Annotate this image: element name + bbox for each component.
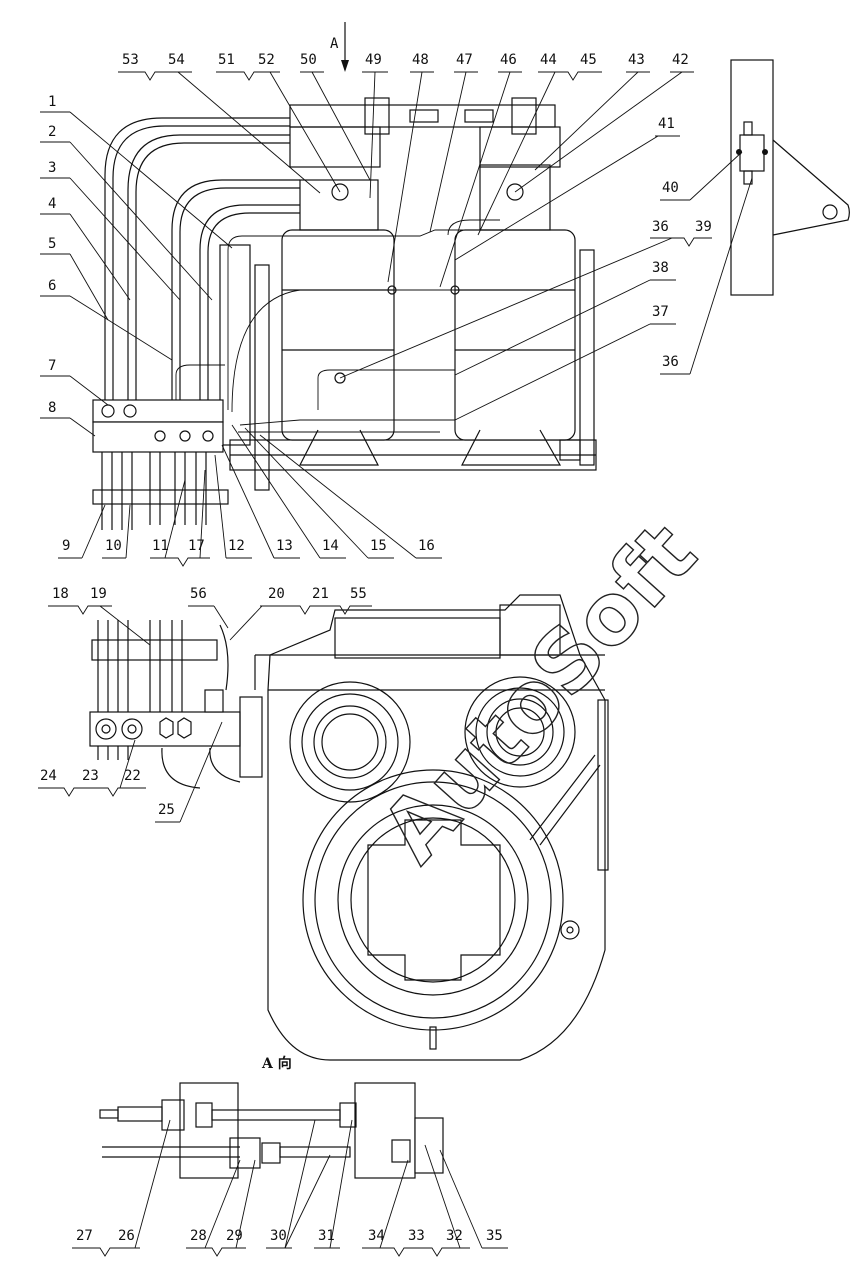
accumulator-right <box>454 164 576 466</box>
view-arrow: A <box>330 22 349 72</box>
callout-26: 26 <box>118 1228 135 1244</box>
callout-39: 39 <box>695 219 712 235</box>
callout-10: 10 <box>105 538 122 554</box>
callout-41: 41 <box>658 116 675 132</box>
callout-18: 18 <box>52 586 69 602</box>
callout-46: 46 <box>500 52 517 68</box>
callout-50: 50 <box>300 52 317 68</box>
callout-1: 1 <box>48 94 56 110</box>
callout-44: 44 <box>540 52 557 68</box>
view-caption: A 向 <box>261 1055 292 1072</box>
callout-48: 48 <box>412 52 429 68</box>
accumulator-left <box>281 179 395 466</box>
callout-7: 7 <box>48 358 56 374</box>
callout-33: 33 <box>408 1228 425 1244</box>
middle-view <box>89 594 609 1061</box>
large-ring <box>302 769 580 1050</box>
callout-8: 8 <box>48 400 56 416</box>
callout-12: 12 <box>228 538 245 554</box>
callouts: 53 54 51 52 50 49 48 47 46 44 45 43 42 4… <box>38 52 753 1257</box>
callout-30: 30 <box>270 1228 287 1244</box>
callout-20: 20 <box>268 586 285 602</box>
callout-5: 5 <box>48 236 56 252</box>
callout-25: 25 <box>158 802 175 818</box>
bottom-view <box>99 1082 444 1179</box>
callout-36-right: 36 <box>662 354 679 370</box>
callout-14: 14 <box>322 538 339 554</box>
callout-56: 56 <box>190 586 207 602</box>
callout-38: 38 <box>652 260 669 276</box>
bearing-upper-left <box>289 681 411 803</box>
view-arrow-label: A <box>330 36 339 52</box>
callout-19: 19 <box>90 586 107 602</box>
callout-31: 31 <box>318 1228 335 1244</box>
callout-32: 32 <box>446 1228 463 1244</box>
callout-9: 9 <box>62 538 70 554</box>
callout-45: 45 <box>580 52 597 68</box>
callout-42: 42 <box>672 52 689 68</box>
callout-4: 4 <box>48 196 56 212</box>
callout-49: 49 <box>365 52 382 68</box>
callout-21: 21 <box>312 586 329 602</box>
callout-27: 27 <box>76 1228 93 1244</box>
callout-47: 47 <box>456 52 473 68</box>
callout-17: 17 <box>188 538 205 554</box>
callout-35: 35 <box>486 1228 503 1244</box>
callout-36-top: 36 <box>652 219 669 235</box>
callout-29: 29 <box>226 1228 243 1244</box>
callout-3: 3 <box>48 160 56 176</box>
callout-51: 51 <box>218 52 235 68</box>
bearing-upper-right <box>464 676 576 788</box>
callout-6: 6 <box>48 278 56 294</box>
callout-15: 15 <box>370 538 387 554</box>
callout-13: 13 <box>276 538 293 554</box>
callout-54: 54 <box>168 52 185 68</box>
callout-52: 52 <box>258 52 275 68</box>
top-view <box>92 97 597 530</box>
callout-16: 16 <box>418 538 435 554</box>
callout-34: 34 <box>368 1228 385 1244</box>
callout-24: 24 <box>40 768 57 784</box>
callout-43: 43 <box>628 52 645 68</box>
callout-37: 37 <box>652 304 669 320</box>
callout-22: 22 <box>124 768 141 784</box>
callout-40: 40 <box>662 180 679 196</box>
callout-55: 55 <box>350 586 367 602</box>
callout-11: 11 <box>152 538 169 554</box>
callout-28: 28 <box>190 1228 207 1244</box>
callout-53: 53 <box>122 52 139 68</box>
callout-2: 2 <box>48 124 56 140</box>
bracket-detail <box>730 59 850 296</box>
callout-23: 23 <box>82 768 99 784</box>
